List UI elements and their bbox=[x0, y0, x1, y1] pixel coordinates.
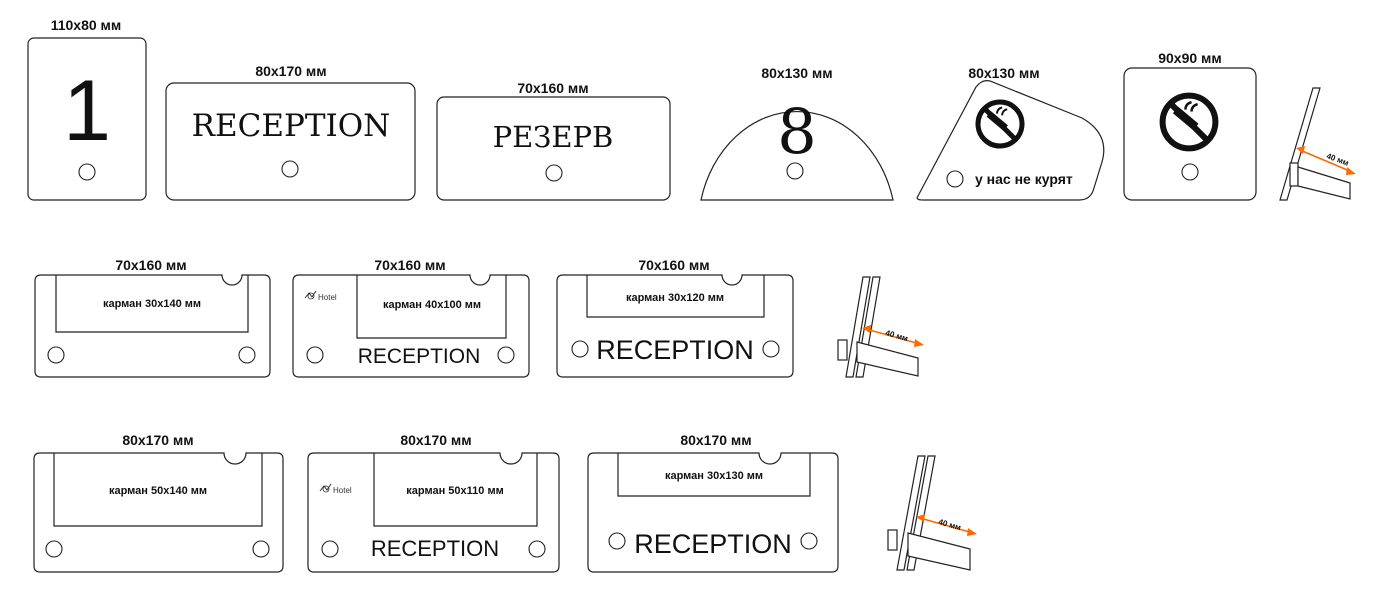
plate-text: RECEPTION bbox=[634, 529, 792, 559]
plate-text: 1 bbox=[63, 63, 111, 159]
mount-hole bbox=[321, 540, 339, 558]
pocket-holder-logo: 70x160 мм Hotel карман 40x100 мм RECEPTI… bbox=[292, 257, 530, 378]
pocket-outline bbox=[55, 275, 249, 333]
dimension-label: 70x160 мм bbox=[638, 257, 709, 273]
pocket-outline bbox=[53, 453, 263, 527]
side-view-pocket-stand-large: 40 мм bbox=[887, 455, 977, 571]
plate-text: RECEPTION bbox=[358, 345, 481, 368]
plate-number: 110x80 мм 1 bbox=[27, 17, 147, 201]
mount-hole bbox=[800, 532, 818, 550]
pocket-outline bbox=[617, 453, 811, 497]
mount-hole bbox=[1181, 163, 1199, 181]
pocket-holder-reception-large: 80x170 мм карман 30x130 мм RECEPTION bbox=[587, 432, 839, 573]
dimension-label: 80x170 мм bbox=[680, 432, 751, 448]
dimension-label: 70x160 мм bbox=[517, 80, 588, 96]
pocket-label: карман 50x110 мм bbox=[406, 485, 503, 497]
plate-text: РЕЗЕРВ bbox=[493, 120, 614, 154]
mount-hole bbox=[306, 346, 324, 364]
pocket-outline bbox=[356, 275, 507, 339]
pocket-holder-reception: 70x160 мм карман 30x120 мм RECEPTION bbox=[556, 257, 794, 378]
plate-outline bbox=[556, 274, 794, 378]
dimension-arrow bbox=[919, 517, 974, 534]
side-base bbox=[907, 532, 971, 571]
pocket-label: карман 30x130 мм bbox=[665, 470, 763, 482]
plate-outline bbox=[165, 82, 416, 201]
mount-hole bbox=[528, 540, 546, 558]
dimension-label: 90x90 мм bbox=[1158, 50, 1222, 66]
mount-hole bbox=[608, 532, 626, 550]
dimension-arrow bbox=[1299, 149, 1353, 173]
side-clip bbox=[887, 529, 898, 551]
pocket-label: карман 40x100 мм bbox=[383, 299, 481, 311]
mount-hole bbox=[571, 340, 589, 358]
mount-hole bbox=[238, 346, 256, 364]
mount-hole bbox=[946, 170, 964, 188]
dimension-arrow bbox=[865, 328, 921, 345]
pocket-holder-plain: 70x160 мм карман 30x140 мм bbox=[34, 257, 271, 378]
dimension-label: 80x130 мм bbox=[761, 65, 832, 81]
plate-outline bbox=[34, 274, 271, 378]
plate-no-smoking-text: 80x130 мм у нас не курят bbox=[916, 65, 1105, 201]
mount-hole bbox=[47, 346, 65, 364]
mount-hole bbox=[78, 163, 96, 181]
side-view-pocket-stand: 40 мм bbox=[837, 276, 924, 378]
plate-no-smoking: 90x90 мм bbox=[1123, 50, 1257, 201]
dimension-label: 80x130 мм bbox=[968, 65, 1039, 81]
plate-reception: 80x170 мм RECEPTION bbox=[165, 63, 416, 201]
plate-text: RECEPTION bbox=[192, 108, 391, 144]
plate-outline bbox=[33, 452, 284, 573]
no-smoking-icon bbox=[978, 102, 1022, 146]
plate-reserve: 70x160 мм РЕЗЕРВ bbox=[436, 80, 671, 201]
plate-outline bbox=[587, 452, 839, 573]
mount-hole bbox=[45, 540, 63, 558]
logo-text: Hotel bbox=[318, 293, 337, 302]
no-smoking-icon bbox=[1163, 96, 1216, 149]
plate-text: 8 bbox=[777, 95, 816, 168]
mount-hole bbox=[786, 162, 804, 180]
plate-outline bbox=[700, 111, 894, 201]
mount-hole bbox=[762, 340, 780, 358]
pocket-holder-plain-large: 80x170 мм карман 50x140 мм bbox=[33, 432, 284, 573]
plate-outline bbox=[307, 452, 560, 573]
pocket-label: карман 50x140 мм bbox=[109, 485, 207, 497]
logo-text: Hotel bbox=[333, 486, 352, 495]
mount-hole bbox=[252, 540, 270, 558]
pocket-outline bbox=[586, 275, 765, 318]
side-base bbox=[1297, 166, 1351, 200]
plate-outline bbox=[27, 37, 147, 201]
plate-text: RECEPTION bbox=[596, 335, 754, 365]
dimension-label: 70x160 мм bbox=[374, 257, 445, 273]
pocket-label: карман 30x140 мм bbox=[103, 298, 201, 310]
side-view-stand: 40 мм bbox=[1279, 87, 1356, 201]
side-base bbox=[856, 341, 919, 377]
mount-hole bbox=[281, 160, 299, 178]
pocket-outline bbox=[373, 453, 538, 527]
dimension-label: 110x80 мм bbox=[51, 17, 122, 33]
plate-text: у нас не курят bbox=[975, 171, 1073, 187]
side-clip bbox=[1289, 162, 1299, 187]
dimension-label: 40 мм bbox=[884, 328, 909, 343]
pocket-label: карман 30x120 мм bbox=[626, 292, 724, 304]
side-panel bbox=[845, 276, 871, 378]
mount-hole bbox=[545, 164, 563, 182]
plate-outline bbox=[292, 274, 530, 378]
pocket-holder-logo-large: 80x170 мм Hotel карман 50x110 мм RECEPTI… bbox=[307, 432, 560, 573]
dimension-label: 80x170 мм bbox=[255, 63, 326, 79]
dimension-label: 70x160 мм bbox=[115, 257, 186, 273]
side-clip bbox=[837, 339, 848, 361]
side-panel bbox=[896, 455, 926, 571]
dimension-label: 80x170 мм bbox=[400, 432, 471, 448]
dimension-label: 40 мм bbox=[937, 517, 962, 532]
plate-outline bbox=[436, 96, 671, 201]
dimension-label: 80x170 мм bbox=[122, 432, 193, 448]
mount-hole bbox=[497, 346, 515, 364]
plate-table-number: 80x130 мм 8 bbox=[700, 65, 894, 201]
plate-text: RECEPTION bbox=[371, 536, 499, 561]
